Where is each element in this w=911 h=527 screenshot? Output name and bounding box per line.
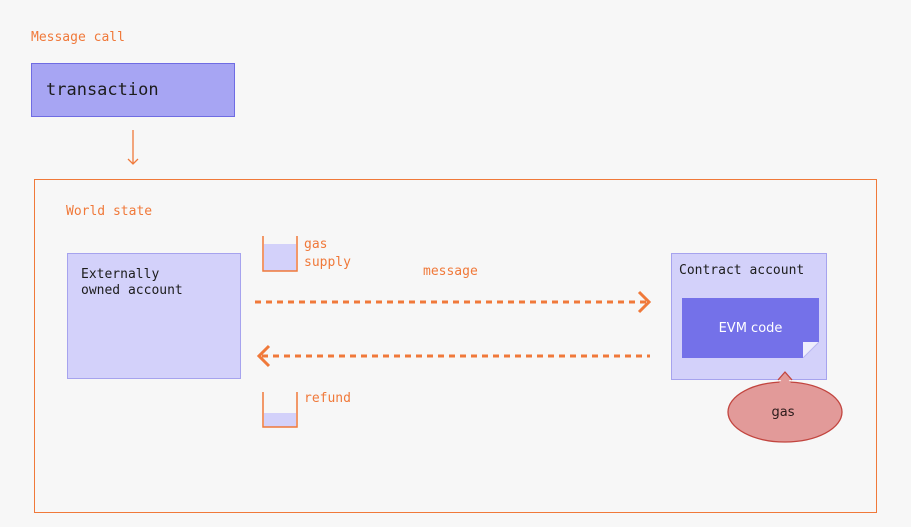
contract-account-title: Contract account: [679, 263, 805, 278]
transaction-box: transaction: [31, 63, 235, 117]
externally-owned-account-box: Externally owned account: [67, 253, 241, 379]
gas-bubble-icon: [727, 371, 843, 443]
eoa-label-line2: owned account: [81, 283, 183, 298]
refund-arrow-left: [256, 344, 650, 368]
eoa-label-line1: Externally: [81, 267, 160, 282]
gas-supply-cup-icon: [262, 236, 298, 272]
gas-supply-label-line1: gas: [304, 237, 328, 252]
down-arrow-icon: [127, 130, 139, 165]
message-arrows: [255, 290, 652, 368]
message-call-label: Message call: [31, 30, 125, 45]
message-arrow-right: [255, 290, 652, 314]
evm-code-label: EVM code: [718, 320, 783, 336]
message-label: message: [423, 264, 478, 279]
evm-code-box: EVM code: [682, 298, 819, 358]
world-state-label: World state: [66, 204, 153, 219]
refund-label: refund: [304, 391, 351, 406]
transaction-label: transaction: [46, 80, 159, 100]
page-fold-icon: [803, 342, 819, 358]
refund-cup-icon: [262, 392, 298, 428]
gas-supply-label-line2: supply: [304, 255, 351, 270]
gas-label: gas: [771, 404, 795, 420]
world-state-frame: [34, 179, 877, 513]
